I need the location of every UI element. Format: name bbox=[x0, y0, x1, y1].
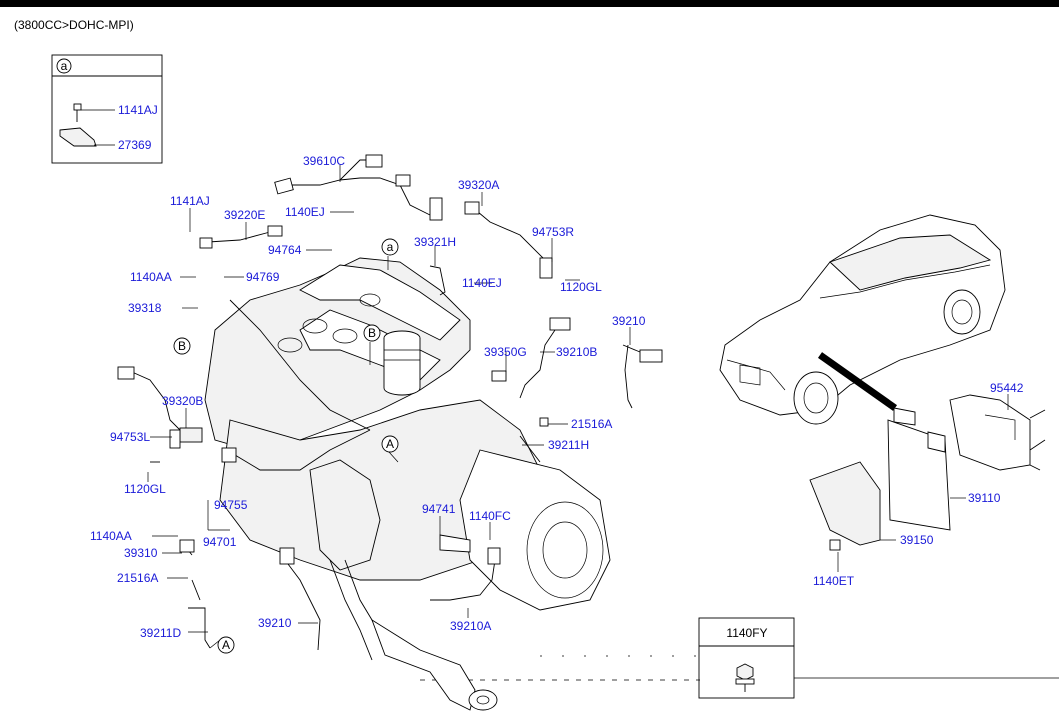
callout-b-sensor: B bbox=[173, 337, 191, 355]
label-94764[interactable]: 94764 bbox=[268, 243, 302, 257]
label-39210B[interactable]: 39210B bbox=[556, 345, 597, 359]
label-39210A[interactable]: 39210A bbox=[450, 619, 491, 633]
wiring-harnesses bbox=[117, 154, 663, 651]
inset-box-a: a 1141AJ 27369 bbox=[51, 54, 163, 164]
label-39211D[interactable]: 39211D bbox=[140, 626, 181, 640]
label-1140FC[interactable]: 1140FC bbox=[469, 509, 511, 523]
label-39321H[interactable]: 39321H bbox=[414, 235, 456, 249]
svg-text:B: B bbox=[178, 339, 186, 353]
label-94755[interactable]: 94755 bbox=[214, 498, 248, 512]
label-1140EJ-top[interactable]: 1140EJ bbox=[285, 205, 325, 219]
label-1141AJ[interactable]: 1141AJ bbox=[170, 194, 210, 208]
label-95442[interactable]: 95442 bbox=[990, 381, 1024, 395]
label-21516A-left[interactable]: 21516A bbox=[117, 571, 158, 585]
inset-a-marker: a bbox=[61, 59, 68, 73]
svg-text:A: A bbox=[386, 437, 394, 451]
svg-text:B: B bbox=[368, 326, 376, 340]
label-39210-bottom[interactable]: 39210 bbox=[258, 616, 292, 630]
label-1140AA-top[interactable]: 1140AA bbox=[130, 270, 172, 284]
ecu-assembly bbox=[809, 394, 1046, 551]
label-94701[interactable]: 94701 bbox=[203, 535, 237, 549]
label-39318[interactable]: 39318 bbox=[128, 301, 162, 315]
callout-a-engine: a bbox=[381, 238, 399, 256]
callout-a-engine-lower: A bbox=[381, 435, 399, 453]
label-39110[interactable]: 39110 bbox=[968, 491, 1001, 505]
leader-lines bbox=[147, 165, 1009, 649]
svg-text:A: A bbox=[222, 638, 230, 652]
label-39150[interactable]: 39150 bbox=[900, 533, 934, 547]
label-94753L[interactable]: 94753L bbox=[110, 430, 150, 444]
label-39220E[interactable]: 39220E bbox=[224, 208, 265, 222]
label-1140AA-low[interactable]: 1140AA bbox=[90, 529, 132, 543]
label-94753R[interactable]: 94753R bbox=[532, 225, 574, 239]
label-94769[interactable]: 94769 bbox=[246, 270, 280, 284]
inset-a-label-1141aj: 1141AJ bbox=[118, 103, 158, 117]
inset-a-label-27369: 27369 bbox=[118, 138, 152, 152]
label-1140ET[interactable]: 1140ET bbox=[813, 574, 855, 588]
label-39320A[interactable]: 39320A bbox=[458, 178, 499, 192]
label-94741[interactable]: 94741 bbox=[422, 502, 456, 516]
label-39211H[interactable]: 39211H bbox=[548, 438, 589, 452]
callout-a-bracket: A bbox=[217, 636, 235, 654]
inset-fy-title: 1140FY bbox=[726, 626, 767, 640]
engine-assembly bbox=[204, 257, 611, 711]
top-border-bar bbox=[0, 0, 1059, 7]
label-39210-top[interactable]: 39210 bbox=[612, 314, 646, 328]
vehicle-illustration bbox=[719, 214, 1006, 425]
label-1120GL-right[interactable]: 1120GL bbox=[560, 280, 602, 294]
inset-box-1140fy: 1140FY bbox=[698, 617, 795, 699]
engine-code-label: (3800CC>DOHC-MPI) bbox=[14, 18, 134, 32]
label-21516A-right[interactable]: 21516A bbox=[571, 417, 612, 431]
label-39320B[interactable]: 39320B bbox=[162, 394, 203, 408]
callout-b-engine: B bbox=[363, 324, 381, 342]
label-39610C[interactable]: 39610C bbox=[303, 154, 345, 168]
label-1120GL-left[interactable]: 1120GL bbox=[124, 482, 166, 496]
label-39310[interactable]: 39310 bbox=[124, 546, 158, 560]
svg-text:a: a bbox=[387, 240, 394, 254]
label-39350G[interactable]: 39350G bbox=[484, 345, 527, 359]
label-1140EJ-mid[interactable]: 1140EJ bbox=[462, 276, 502, 290]
